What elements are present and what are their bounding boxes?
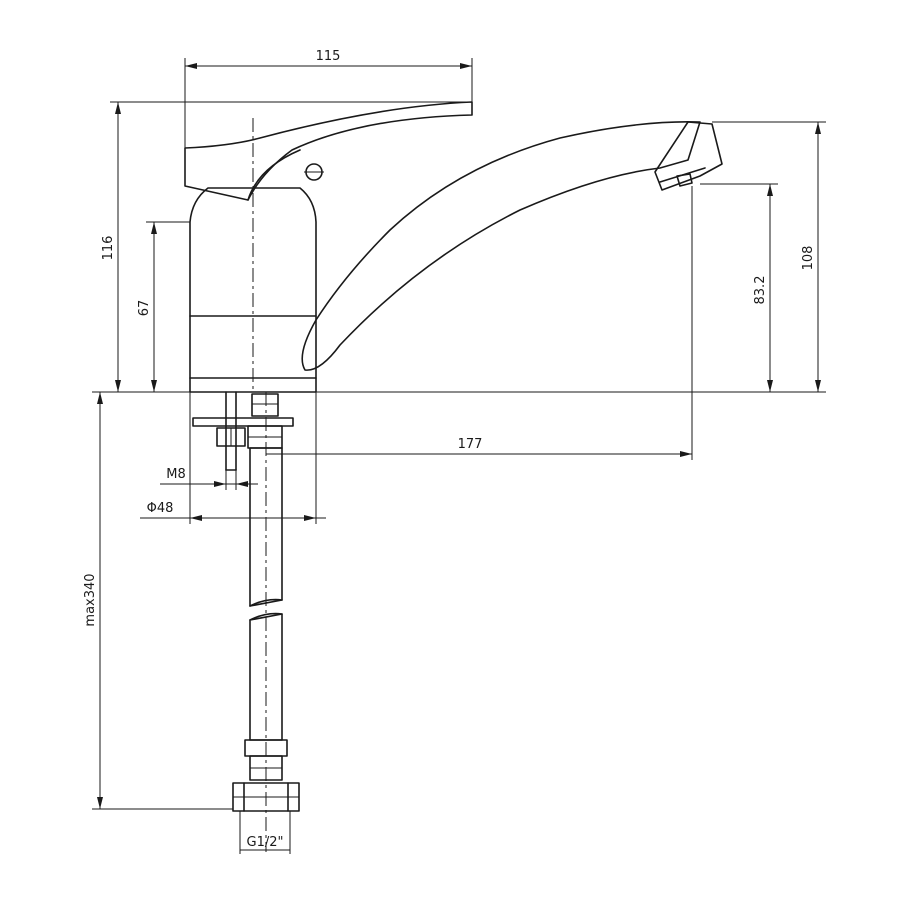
dim-body-height: 67	[137, 221, 190, 392]
dim-label-thread-stud: M8	[166, 467, 186, 482]
dim-label-spout-reach: 177	[458, 437, 483, 452]
dim-hose-length: max340	[83, 391, 233, 810]
dim-label-hose-connection: G1/2"	[247, 835, 284, 850]
spout	[301, 121, 723, 371]
dim-thread-stud: M8	[160, 467, 258, 490]
dim-label-handle-width: 115	[316, 49, 341, 64]
center-lines	[252, 118, 267, 852]
dim-label-spout-outlet-height: 83.2	[753, 276, 768, 305]
lever-handle	[184, 101, 473, 201]
dim-label-base-diameter: Φ48	[147, 501, 174, 516]
mounting-hardware	[192, 391, 294, 471]
dim-label-body-height: 67	[137, 300, 152, 317]
dim-spout-height: 108	[712, 121, 826, 392]
dim-label-hose-length: max340	[83, 573, 98, 626]
dim-label-total-height: 116	[101, 236, 116, 261]
dim-label-spout-height: 108	[801, 246, 816, 271]
dim-total-height: 116	[101, 101, 472, 392]
dim-base-diameter: Φ48	[140, 392, 326, 524]
dim-hose-connection: G1/2"	[239, 811, 291, 854]
dim-spout-outlet-height: 83.2	[700, 183, 778, 392]
dim-handle-width: 115	[184, 49, 473, 148]
dim-spout-reach: 177	[266, 186, 693, 460]
